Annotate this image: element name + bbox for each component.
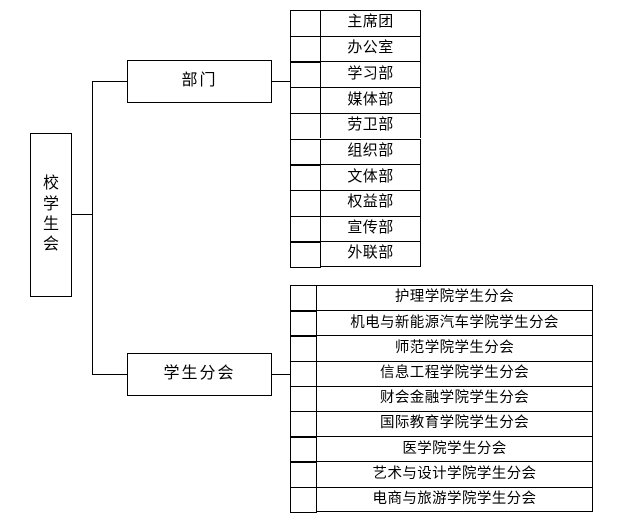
connector-branch-tooth-1 (290, 285, 317, 287)
leaf-node-student-branch[interactable]: 信息工程学院学生分会 (316, 360, 593, 386)
leaf-label: 组织部 (347, 142, 394, 159)
connector-to-branches-group (92, 374, 128, 376)
leaf-node-student-branch[interactable]: 机电与新能源汽车学院学生分会 (316, 310, 593, 336)
connector-department-tooth-9 (290, 215, 321, 217)
leaf-node-department[interactable]: 办公室 (320, 35, 421, 62)
leaf-node-department[interactable]: 外联部 (320, 241, 421, 267)
root-char-4: 会 (42, 236, 59, 254)
leaf-node-department[interactable]: 宣传部 (320, 215, 421, 242)
connector-branch-tooth-4 (290, 360, 317, 362)
leaf-node-student-branch[interactable]: 国际教育学院学生分会 (316, 411, 593, 437)
connector-branches-trunk (290, 285, 292, 512)
root-node-school-student-union[interactable]: 校 学 生 会 (30, 133, 72, 297)
connector-branches-stub (272, 374, 291, 376)
connector-department-tooth-2 (290, 35, 321, 38)
connector-departments-stub (272, 81, 291, 83)
leaf-node-student-branch[interactable]: 师范学院学生分会 (316, 335, 593, 361)
root-char-2: 学 (42, 195, 59, 213)
connector-root-trunk (92, 81, 94, 375)
leaf-node-department[interactable]: 媒体部 (320, 87, 421, 113)
connector-branch-tooth-9 (290, 486, 317, 488)
leaf-label: 宣传部 (347, 220, 394, 237)
connector-department-tooth-8 (290, 189, 321, 192)
connector-branch-tooth-7 (290, 436, 317, 438)
leaf-label: 信息工程学院学生分会 (380, 365, 529, 382)
connector-branch-tooth-10 (290, 511, 317, 514)
leaf-label: 权益部 (347, 194, 394, 211)
group-node-departments[interactable]: 部门 (127, 60, 272, 103)
connector-department-tooth-5 (290, 112, 321, 115)
connector-department-tooth-11 (290, 267, 321, 269)
leaf-label: 电商与旅游学院学生分会 (372, 490, 537, 507)
connector-department-tooth-4 (290, 87, 321, 89)
leaf-node-student-branch[interactable]: 医学院学生分会 (316, 436, 593, 462)
leaf-label: 劳卫部 (347, 117, 394, 134)
connector-department-tooth-1 (290, 10, 321, 12)
connector-department-tooth-3 (290, 61, 321, 63)
connector-branch-tooth-2 (290, 310, 317, 312)
leaf-label: 文体部 (347, 168, 394, 185)
leaf-node-department[interactable]: 组织部 (320, 138, 421, 165)
leaf-node-department[interactable]: 劳卫部 (320, 112, 421, 139)
leaf-node-student-branch[interactable]: 财会金融学院学生分会 (316, 385, 593, 411)
leaf-label: 国际教育学院学生分会 (380, 415, 529, 432)
leaf-label: 学习部 (347, 65, 394, 82)
root-node-label: 校 学 生 会 (43, 174, 59, 256)
connector-root-stub (72, 214, 93, 216)
leaf-node-department[interactable]: 权益部 (320, 189, 421, 216)
leaf-node-student-branch[interactable]: 护理学院学生分会 (316, 285, 593, 311)
connector-department-tooth-7 (290, 164, 321, 166)
connector-branch-tooth-6 (290, 411, 317, 413)
leaf-node-department[interactable]: 文体部 (320, 164, 421, 190)
root-char-1: 校 (42, 175, 59, 193)
leaf-label: 艺术与设计学院学生分会 (372, 465, 537, 482)
leaf-label: 媒体部 (347, 91, 394, 108)
group-node-student-branches[interactable]: 学生分会 (127, 353, 272, 396)
leaf-label: 财会金融学院学生分会 (380, 390, 529, 407)
connector-branch-tooth-3 (290, 335, 317, 337)
connector-branch-tooth-5 (290, 385, 317, 388)
leaf-node-department[interactable]: 主席团 (320, 10, 421, 36)
leaf-label: 办公室 (347, 40, 394, 57)
leaf-label: 护理学院学生分会 (394, 289, 515, 306)
leaf-label: 师范学院学生分会 (394, 339, 515, 356)
leaf-label: 主席团 (347, 14, 394, 31)
root-char-3: 生 (42, 216, 59, 233)
connector-to-departments-group (92, 81, 128, 83)
leaf-label: 医学院学生分会 (402, 440, 507, 457)
leaf-label: 机电与新能源汽车学院学生分会 (350, 314, 559, 331)
leaf-node-student-branch[interactable]: 艺术与设计学院学生分会 (316, 461, 593, 487)
group-node-departments-label: 部门 (181, 72, 218, 90)
group-node-student-branches-label: 学生分会 (163, 365, 236, 383)
connector-branch-tooth-8 (290, 461, 317, 463)
leaf-node-student-branch[interactable]: 电商与旅游学院学生分会 (316, 486, 593, 512)
connector-department-tooth-10 (290, 241, 321, 243)
leaf-node-department[interactable]: 学习部 (320, 61, 421, 88)
connector-department-tooth-6 (290, 138, 321, 140)
leaf-label: 外联部 (347, 245, 394, 262)
